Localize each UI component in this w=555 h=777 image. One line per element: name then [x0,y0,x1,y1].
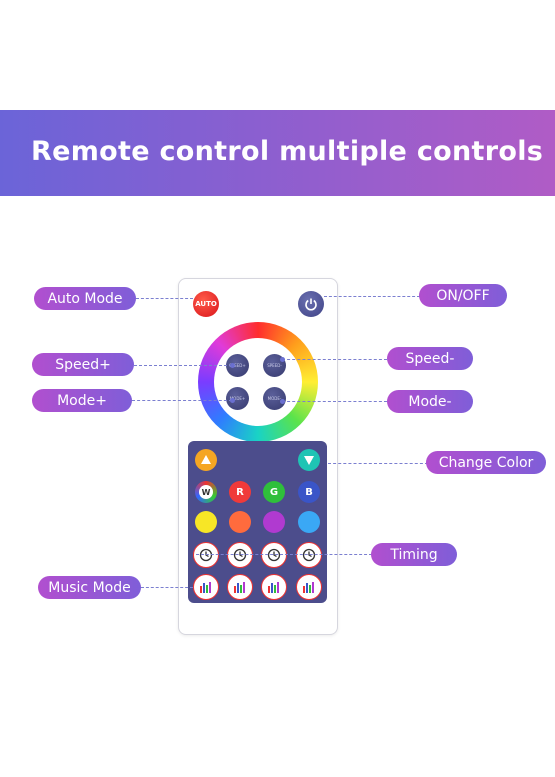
mode-plus-label: Mode+ [32,389,132,412]
timing-guide [196,554,372,555]
on-off-guide [324,296,420,297]
color-purple-button[interactable] [263,511,285,533]
speed-plus-label: Speed+ [32,353,134,376]
color-light-blue-button[interactable] [298,511,320,533]
equalizer-icon [200,582,211,593]
speed-minus-guide [282,359,387,360]
clock-icon [267,548,281,562]
music-button-1[interactable] [193,574,219,600]
color-red-letter: R [236,486,244,498]
mode-plus-button[interactable]: MODE+ [226,387,249,410]
color-red-button[interactable]: R [229,481,251,503]
banner-title: Remote control multiple controls [31,136,544,167]
equalizer-icon [234,582,245,593]
title-banner: Remote control multiple controls [0,110,555,196]
auto-button[interactable]: AUTO [193,291,219,317]
speed-minus-button-label: SPEED- [267,363,282,368]
music-button-2[interactable] [227,574,253,600]
brightness-up-button[interactable] [195,449,217,471]
color-wheel-center [214,338,302,426]
color-blue-button[interactable]: B [298,481,320,503]
equalizer-icon [303,582,314,593]
power-button[interactable] [298,291,324,317]
mode-plus-button-label: MODE+ [229,396,246,401]
color-wheel[interactable] [198,322,318,442]
speed-plus-button-label: SPEED+ [229,363,246,368]
speed-plus-guide [134,365,232,366]
brightness-down-button[interactable] [298,449,320,471]
speed-minus-dot [280,357,285,362]
music-button-3[interactable] [261,574,287,600]
music-mode-guide [141,587,193,588]
clock-icon [302,548,316,562]
color-white-letter: W [199,485,213,499]
mode-minus-dot [280,399,285,404]
change-color-label: Change Color [426,451,546,474]
speed-plus-button[interactable]: SPEED+ [226,354,249,377]
clock-icon [233,548,247,562]
timing-button-4[interactable] [296,542,322,568]
auto-mode-label: Auto Mode [34,287,136,310]
mode-plus-guide [132,400,232,401]
timing-button-3[interactable] [261,542,287,568]
speed-plus-dot [230,363,235,368]
timing-label: Timing [371,543,457,566]
color-green-letter: G [269,486,279,498]
triangle-down-icon [304,456,314,465]
color-blue-letter: B [305,486,313,498]
music-mode-label: Music Mode [38,576,141,599]
change-color-guide [328,463,428,464]
clock-icon [199,548,213,562]
color-green-button[interactable]: G [263,481,285,503]
auto-mode-guide [136,298,193,299]
timing-button-1[interactable] [193,542,219,568]
equalizer-icon [268,582,279,593]
mode-minus-button[interactable]: MODE- [263,387,286,410]
color-orange-button[interactable] [229,511,251,533]
music-button-4[interactable] [296,574,322,600]
color-yellow-button[interactable] [195,511,217,533]
mode-minus-label: Mode- [387,390,473,413]
triangle-up-icon [201,455,211,464]
mode-minus-guide [282,401,387,402]
speed-minus-label: Speed- [387,347,473,370]
power-icon [305,298,317,311]
mode-plus-dot [230,398,235,403]
mode-minus-button-label: MODE- [267,396,282,401]
timing-button-2[interactable] [227,542,253,568]
on-off-label: ON/OFF [419,284,507,307]
color-white-button[interactable]: W [195,481,217,503]
auto-button-label: AUTO [195,300,217,308]
